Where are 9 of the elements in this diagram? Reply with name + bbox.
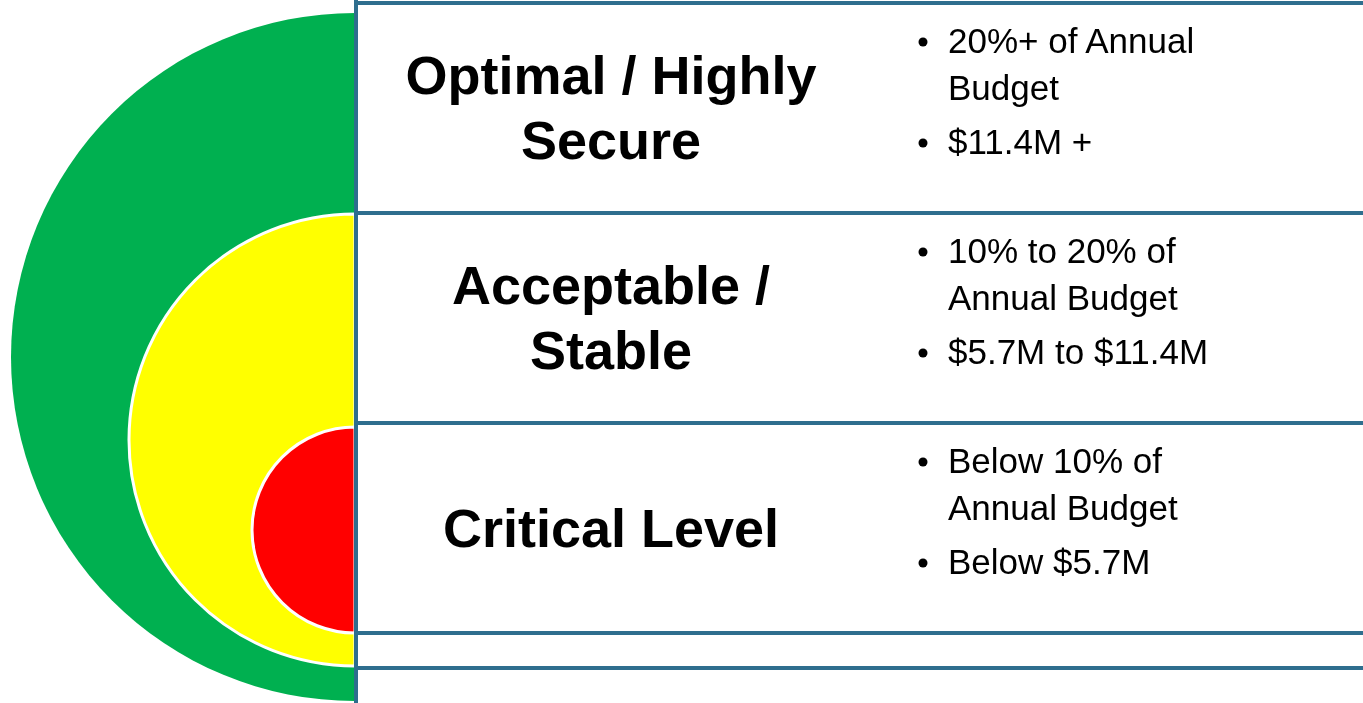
bullet-text: Below 10% of Annual Budget [948, 440, 1179, 530]
bullet-text: 10% to 20% of Annual Budget [948, 230, 1179, 320]
tier-heading: Optimal / Highly Secure [404, 44, 818, 172]
bullet-text: 20%+ of Annual Budget [948, 20, 1196, 110]
tier-heading: Acceptable / Stable [450, 254, 772, 382]
tier-heading: Critical Level [442, 496, 780, 560]
bullet-text: $11.4M + [948, 120, 1094, 163]
bullet-text: $5.7M to $11.4M [948, 330, 1210, 373]
bullet-text: Below $5.7M [948, 540, 1152, 583]
